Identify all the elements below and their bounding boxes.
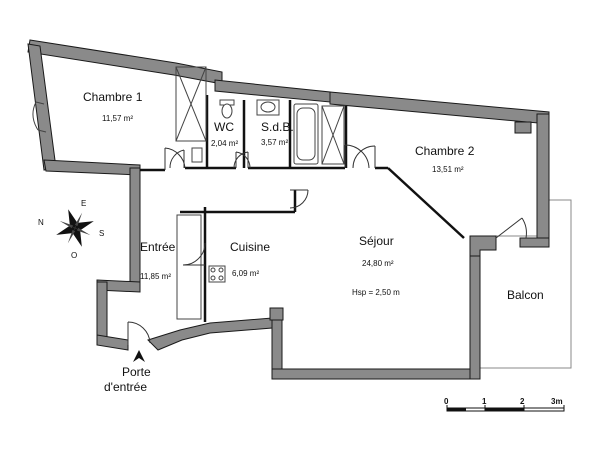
room-name-wc: WC (214, 120, 234, 134)
room-name-cuisine: Cuisine (230, 240, 270, 254)
room-name-sejour: Séjour (359, 234, 394, 248)
room-area-chambre-2: 13,51 m² (432, 165, 464, 174)
scale-tick-1: 1 (482, 397, 487, 406)
utility-box-icon (191, 147, 203, 163)
scale-bar (446, 405, 565, 412)
room-name-entree: Entrée (140, 240, 176, 254)
stove-icon (208, 265, 226, 283)
compass-label-south: S (99, 229, 104, 238)
room-area-sejour: 24,80 m² (362, 259, 394, 268)
room-area-wc: 2,04 m² (211, 139, 238, 148)
compass-label-west: O (71, 251, 77, 260)
scale-tick-3m: 3m (551, 397, 563, 406)
toilet-icon (219, 99, 235, 119)
compass-icon (56, 209, 94, 247)
sink-icon (256, 99, 280, 116)
compass-label-north: N (38, 218, 44, 227)
doors (127, 144, 527, 345)
compass-label-east: E (81, 199, 86, 208)
room-height-sejour: Hsp = 2,50 m (352, 288, 400, 297)
closets (175, 66, 345, 320)
room-area-chambre-1: 11,57 m² (102, 114, 133, 123)
room-name-chambre-2: Chambre 2 (415, 144, 475, 158)
room-name-balcon: Balcon (507, 288, 544, 302)
balcony-outline (477, 199, 572, 369)
entrance-arrow-icon (133, 350, 145, 362)
window-chambre-1 (32, 101, 47, 133)
interior-walls (140, 95, 465, 322)
room-area-sdb: 3,57 m² (261, 138, 288, 147)
scale-tick-0: 0 (444, 397, 449, 406)
entrance-label-line-2: d'entrée (104, 380, 147, 394)
exterior-walls (27, 39, 550, 380)
room-name-chambre-1: Chambre 1 (83, 90, 143, 104)
room-area-entree: 11,85 m² (140, 272, 171, 281)
room-area-cuisine: 6,09 m² (232, 269, 259, 278)
scale-tick-2: 2 (520, 397, 525, 406)
entrance-label-line-1: Porte (122, 365, 151, 379)
bathtub-icon (293, 103, 319, 165)
room-name-sdb: S.d.B. (261, 120, 294, 134)
